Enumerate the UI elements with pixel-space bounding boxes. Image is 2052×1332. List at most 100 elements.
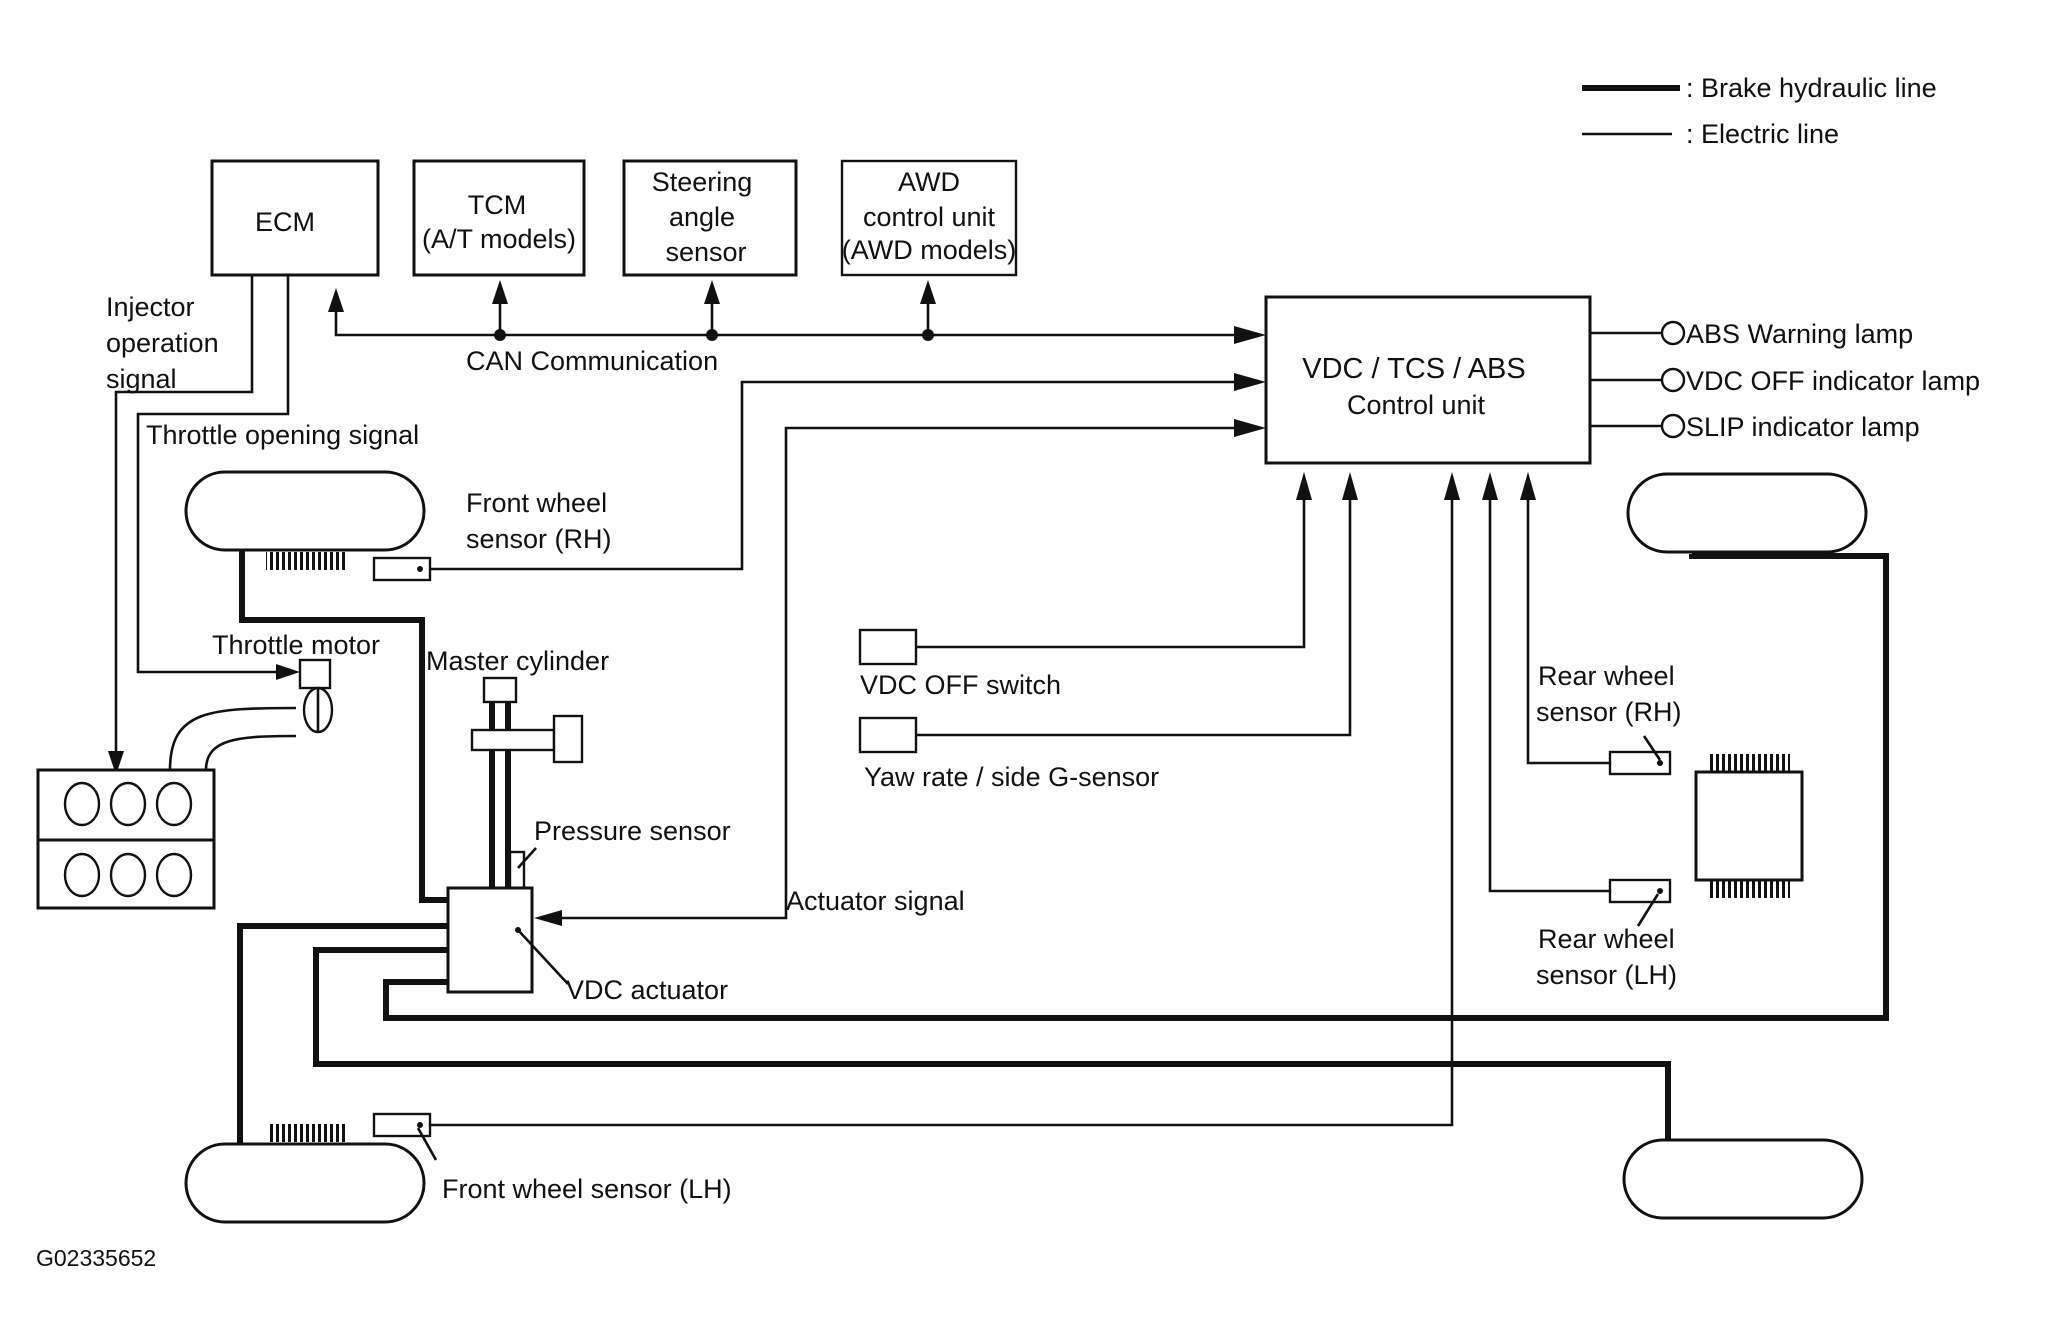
engine-block (36, 706, 297, 910)
steering-label-1: Steering (652, 167, 753, 197)
rear-rh-label-1: Rear wheel (1538, 661, 1675, 691)
vdc-off-indicator-lamp-label: VDC OFF indicator lamp (1686, 366, 1980, 396)
lamp-circle (1660, 413, 1686, 439)
master-cylinder: Master cylinder (426, 646, 609, 890)
legend-hydraulic-label: : Brake hydraulic line (1686, 73, 1937, 103)
front-rh-brake-line (239, 550, 448, 903)
tcm-box: TCM (A/T models) (412, 159, 586, 277)
rear-lh-brake-line (313, 947, 1671, 1160)
cylinder (63, 781, 101, 827)
lamp-circle (1660, 367, 1686, 393)
actuator-signal-label: Actuator signal (786, 886, 965, 916)
throttle-arrow (276, 664, 300, 680)
ecm-box: ECM (210, 159, 380, 277)
rear-lh-label-2: sensor (LH) (1536, 960, 1677, 990)
front-lh-label: Front wheel sensor (LH) (442, 1174, 732, 1204)
injector-label-2: operation (106, 328, 219, 358)
rear-differential (1694, 754, 1804, 898)
warning-lamps: ABS Warning lamp VDC OFF indicator lamp … (1590, 319, 1980, 442)
tcm-label-2: (A/T models) (422, 224, 576, 254)
rear-wheel-lh (1622, 1138, 1864, 1220)
can-bus: CAN Communication (328, 280, 1266, 376)
slip-indicator-lamp-label: SLIP indicator lamp (1686, 412, 1920, 442)
front-lh-brake-line (237, 923, 448, 1144)
cylinder (63, 852, 101, 898)
throttle-opening-line (136, 275, 290, 674)
front-wheel-lh: Front wheel sensor (LH) (184, 472, 1460, 1224)
front-rh-signal-line (430, 380, 1236, 571)
front-wheel-rh: Front wheel sensor (RH) (184, 373, 1266, 903)
rear-rh-brake-line (383, 553, 1889, 1021)
injector-arrow (108, 751, 124, 775)
front-rh-arrow (1234, 373, 1266, 391)
yaw-rate-arrow (1342, 472, 1358, 500)
legend: : Brake hydraulic line : Electric line (1582, 73, 1937, 149)
injector-label-1: Injector (106, 292, 195, 322)
figure-id: G02335652 (36, 1245, 156, 1271)
injector-label-3: signal (106, 364, 177, 394)
rear-wheel-rh (1626, 472, 1868, 554)
legend-electric-label: : Electric line (1686, 119, 1839, 149)
tone-ring (266, 552, 346, 570)
cylinder (155, 852, 193, 898)
can-junction-dot (706, 329, 718, 341)
yaw-rate-label: Yaw rate / side G-sensor (864, 762, 1159, 792)
rear-lh-arrow (1482, 472, 1498, 500)
can-junction-dot (922, 329, 934, 341)
rear-brake-lines (313, 553, 1889, 1160)
ecm-label: ECM (255, 207, 315, 237)
tone-ring (1708, 754, 1790, 772)
vdc-actuator-label: VDC actuator (566, 975, 728, 1005)
front-lh-signal-line (430, 500, 1454, 1127)
tone-ring (270, 1124, 348, 1142)
vdc-off-arrow (1296, 472, 1312, 500)
front-rh-label-2: sensor (RH) (466, 524, 612, 554)
control-unit-label-1: VDC / TCS / ABS (1302, 353, 1525, 385)
cylinder (155, 781, 193, 827)
throttle-motor: Throttle motor (212, 630, 380, 734)
rear-rh-arrow (1520, 472, 1536, 500)
can-label: CAN Communication (466, 346, 718, 376)
actuator-cu-arrow (1234, 419, 1266, 437)
awd-label-1: AWD (898, 167, 960, 197)
tire (184, 470, 426, 552)
intake-pipe (168, 706, 297, 771)
actuator-signal-arrow (534, 910, 562, 926)
throttle-motor-label: Throttle motor (212, 630, 380, 660)
pressure-sensor-label: Pressure sensor (534, 816, 731, 846)
can-control-unit-arrow (1234, 326, 1266, 344)
rear-wheel-sensor-rh: Rear wheel sensor (RH) (1520, 472, 1682, 776)
throttle-opening-label: Throttle opening signal (146, 420, 419, 450)
rear-rh-signal-line (1526, 500, 1610, 765)
tire (184, 1142, 426, 1224)
vdc-tcs-abs-control-unit-box: VDC / TCS / ABS Control unit (1264, 295, 1592, 465)
injector-signal-line (114, 275, 254, 755)
awd-label-3: (AWD models) (842, 235, 1017, 265)
intake-pipe (204, 734, 297, 771)
can-junction-dot (494, 329, 506, 341)
rear-rh-label-2: sensor (RH) (1536, 697, 1682, 727)
awd-control-unit-box: AWD control unit (AWD models) (840, 159, 1018, 277)
steering-label-3: sensor (665, 237, 746, 267)
front-rh-label-1: Front wheel (466, 488, 607, 518)
can-tcm-arrow (492, 280, 508, 304)
tire (1622, 1138, 1864, 1220)
tcm-label-1: TCM (468, 190, 526, 220)
cylinder (109, 781, 147, 827)
lamp-circle (1660, 320, 1686, 346)
vdc-off-switch: VDC OFF switch (858, 472, 1312, 700)
vdc-off-switch-label: VDC OFF switch (860, 670, 1061, 700)
steering-angle-sensor-box: Steering angle sensor (622, 159, 798, 277)
actuator-signal-line (560, 426, 1236, 920)
front-lh-arrow (1444, 472, 1460, 500)
tone-ring (1708, 880, 1790, 898)
can-awd-arrow (920, 280, 936, 304)
ecm-signal-lines: Injector operation signal Throttle openi… (106, 275, 419, 775)
cylinder (109, 852, 147, 898)
can-steering-arrow (704, 280, 720, 304)
rear-lh-signal-line (1488, 500, 1610, 893)
tire (1626, 472, 1868, 554)
yaw-rate-sensor: Yaw rate / side G-sensor (858, 472, 1358, 792)
abs-warning-lamp-label: ABS Warning lamp (1686, 319, 1913, 349)
master-cylinder-label: Master cylinder (426, 646, 609, 676)
